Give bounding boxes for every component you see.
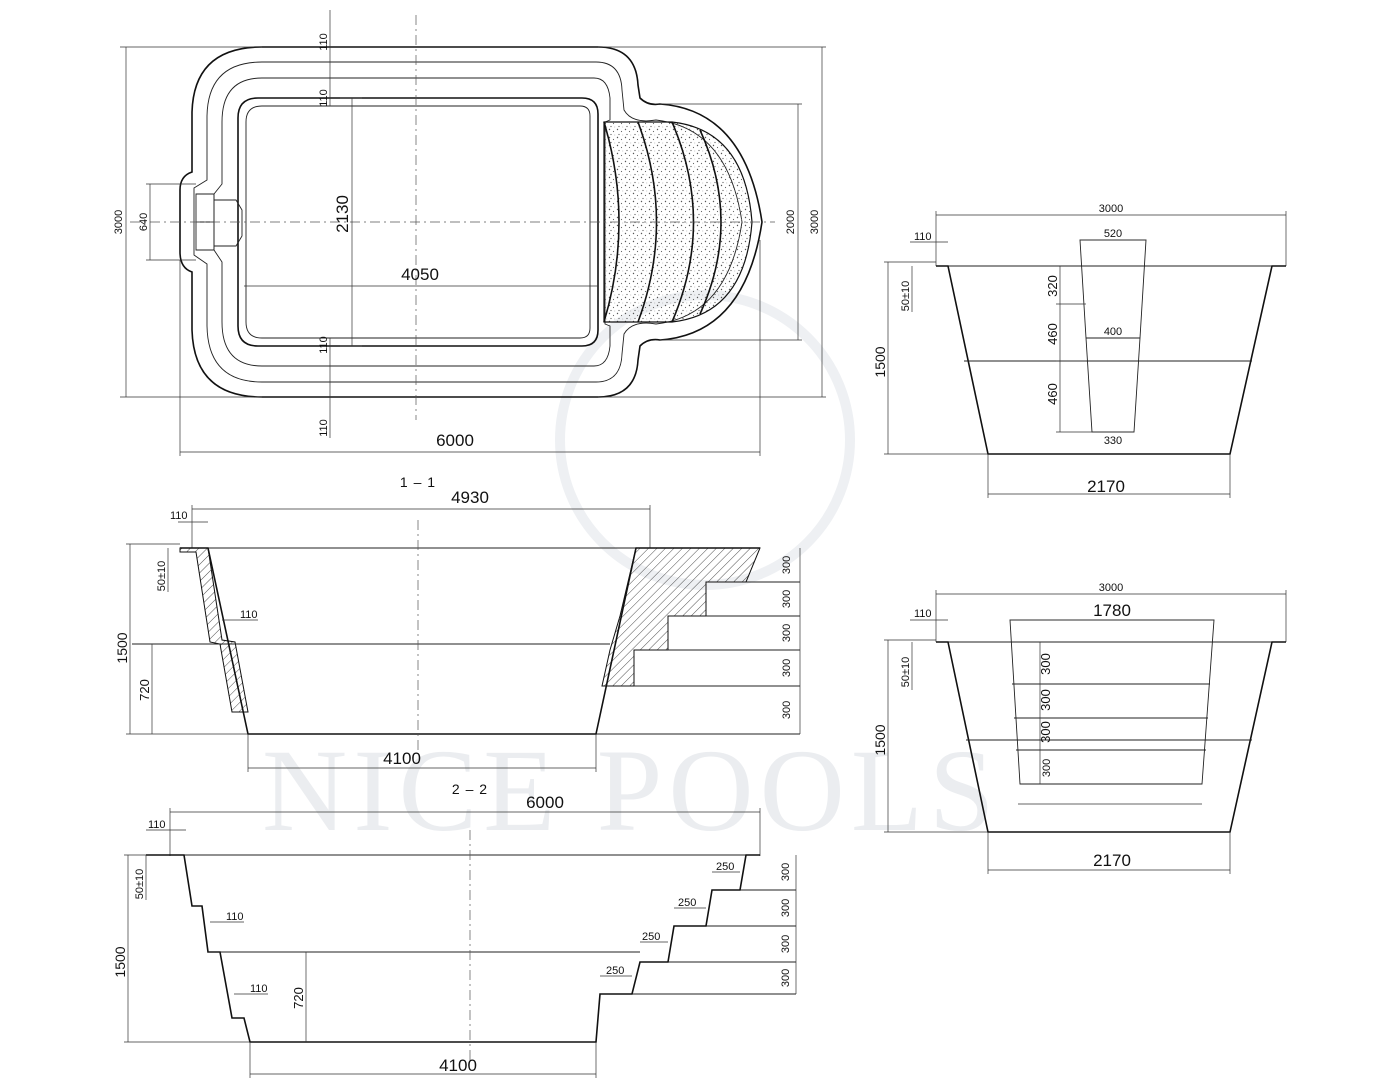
plan-rim-line-2 <box>193 61 743 383</box>
dim-el-steps-width: 1780 <box>1093 601 1131 620</box>
dim-skimmer-width: 640 <box>138 213 150 231</box>
dim-s2-riser-4: 300 <box>780 969 792 987</box>
dim-s2-tolerance: 50±10 <box>134 869 146 900</box>
dim-eu-skimmer-h1: 320 <box>1045 275 1060 297</box>
dim-s1-step-4: 300 <box>781 659 793 677</box>
section-1-1-title: 1 – 1 <box>400 474 436 490</box>
dim-s2-lower-depth: 720 <box>291 987 306 1009</box>
plan-basin-outline <box>237 97 599 347</box>
dim-s2-ledge-upper: 110 <box>226 911 244 923</box>
dim-el-step-3: 300 <box>1038 721 1053 743</box>
eu-basin-outline <box>936 265 1286 455</box>
dim-s2-tread-2: 250 <box>678 897 696 909</box>
dim-eu-tolerance: 50±10 <box>900 281 912 312</box>
dim-basin-width: 2130 <box>333 195 352 233</box>
plan-view: 3000 640 6000 4050 2130 2000 3000 110 11… <box>113 10 826 456</box>
s2-basin-outline <box>146 854 760 1043</box>
dim-s1-step-5: 300 <box>781 701 793 719</box>
dim-overall-length: 6000 <box>436 431 474 450</box>
dim-overall-width-right: 3000 <box>809 210 821 234</box>
dim-s2-ledge-lower: 110 <box>250 983 268 995</box>
dim-s2-total-depth: 1500 <box>112 946 128 977</box>
dim-eu-skimmer-top: 520 <box>1104 228 1122 240</box>
dim-s2-riser-3: 300 <box>780 935 792 953</box>
dim-s1-step-1: 300 <box>781 556 793 574</box>
dim-s2-top-length: 6000 <box>526 793 564 812</box>
el-basin-outline <box>936 641 1286 833</box>
dim-s2-tread-1: 250 <box>716 861 734 873</box>
dim-eu-skimmer-mid: 400 <box>1104 326 1122 338</box>
dim-s2-riser-2: 300 <box>780 899 792 917</box>
section-2-2-title: 2 – 2 <box>452 781 488 797</box>
dim-el-step-1: 300 <box>1038 653 1053 675</box>
dim-s2-tread-3: 250 <box>642 931 660 943</box>
dim-s1-step-2: 300 <box>781 590 793 608</box>
dim-overall-width-left: 3000 <box>113 210 125 234</box>
end-section-lower: 3000 1780 300 300 300 300 1500 50±10 110… <box>872 582 1287 874</box>
dim-eu-bottom-width: 2170 <box>1087 477 1125 496</box>
dim-eu-skimmer-h2: 460 <box>1045 323 1060 345</box>
dim-s1-ledge: 110 <box>240 609 258 621</box>
dim-s1-top-length: 4930 <box>451 488 489 507</box>
section-2-2: 2 – 2 6000 110 1500 50±10 720 110 110 25… <box>112 781 797 1078</box>
dim-s1-bottom-length: 4100 <box>383 749 421 768</box>
plan-step-4 <box>699 129 722 315</box>
plan-basin-inner <box>245 105 591 339</box>
dim-el-rim: 110 <box>914 608 932 620</box>
watermark-text: NICE POOLS <box>262 725 1001 856</box>
dim-s2-bottom-length: 4100 <box>439 1056 477 1075</box>
dim-eu-total-depth: 1500 <box>872 346 888 377</box>
plan-outer-rim <box>179 46 763 398</box>
dim-el-total-depth: 1500 <box>872 724 888 755</box>
dim-eu-skimmer-bottom: 330 <box>1104 435 1122 447</box>
dim-el-step-2: 300 <box>1038 689 1053 711</box>
dim-s1-total-depth: 1500 <box>114 632 130 663</box>
dim-s1-rim: 110 <box>170 510 188 522</box>
dim-rim-inner-top: 110 <box>318 89 330 107</box>
dim-rim-inner-bottom: 110 <box>318 336 330 354</box>
watermark-emblem <box>555 290 855 590</box>
end-section-upper: 3000 520 400 330 320 460 460 1500 50±10 … <box>872 203 1287 498</box>
dim-s1-step-3: 300 <box>781 624 793 642</box>
dim-s2-tread-4: 250 <box>606 965 624 977</box>
s1-left-wall <box>179 547 249 713</box>
dim-el-top-width: 3000 <box>1099 582 1123 594</box>
plan-skimmer <box>195 193 243 251</box>
dim-s2-rim: 110 <box>148 819 166 831</box>
dim-el-tolerance: 50±10 <box>900 657 912 688</box>
dim-rim-bottom: 110 <box>318 419 330 437</box>
dim-s2-riser-1: 300 <box>780 863 792 881</box>
dim-s1-lower-depth: 720 <box>137 679 152 701</box>
dim-step-area-width: 2000 <box>785 210 797 234</box>
plan-rim-line-3 <box>213 77 611 367</box>
dim-basin-length: 4050 <box>401 265 439 284</box>
dim-eu-top-width: 3000 <box>1099 203 1123 215</box>
dim-el-bottom-width: 2170 <box>1093 851 1131 870</box>
s1-basin-outline <box>180 547 760 735</box>
dim-s1-tolerance: 50±10 <box>156 561 168 592</box>
section-1-1: 1 – 1 4930 110 1500 720 50±10 110 300 30… <box>114 474 801 772</box>
dim-el-step-4: 300 <box>1041 759 1053 777</box>
dim-eu-rim: 110 <box>914 231 932 243</box>
dim-eu-skimmer-h3: 460 <box>1045 383 1060 405</box>
s1-right-steps <box>601 547 761 687</box>
dim-rim-top: 110 <box>318 33 330 51</box>
